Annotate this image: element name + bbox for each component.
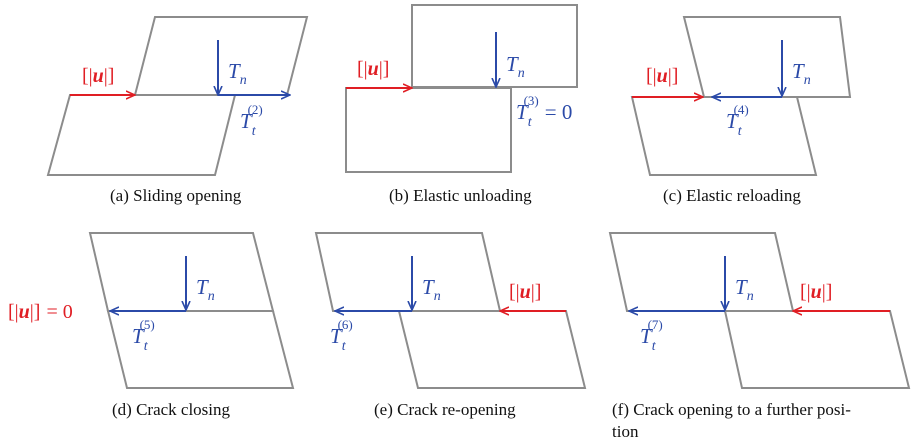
jump-label: [|u|]	[646, 65, 678, 87]
lower-block	[106, 310, 295, 389]
normal-traction-label: Tn	[196, 275, 215, 304]
tangential-traction-label: Tt(6)	[330, 317, 353, 354]
tangential-traction-label: Tt(7)	[640, 317, 663, 354]
upper-block	[682, 16, 852, 98]
panel-a: [|u|] Tn Tt(2) (a) Sliding opening	[46, 16, 309, 205]
upper-block	[608, 232, 795, 312]
panel-caption: (a) Sliding opening	[110, 186, 242, 205]
tangential-traction-label: Tt(4)	[726, 102, 749, 139]
panel-b: [|u|] Tn Tt(3)= 0 (b) Elastic unloading	[345, 4, 578, 205]
panel-caption: (f) Crack opening to a further posi-	[612, 400, 851, 419]
upper-block	[88, 232, 275, 312]
upper-block	[314, 232, 502, 312]
tangential-traction-label: Tt(3)= 0	[516, 93, 572, 130]
panel-caption: (c) Elastic reloading	[663, 186, 801, 205]
panel-caption: (d) Crack closing	[112, 400, 231, 419]
panel-caption: (e) Crack re-opening	[374, 400, 516, 419]
jump-label: [|u|]	[800, 281, 832, 303]
normal-traction-label: Tn	[735, 275, 754, 304]
jump-label: [|u|]= 0	[8, 301, 73, 323]
lower-block	[723, 310, 911, 389]
panel-caption: (b) Elastic unloading	[389, 186, 532, 205]
lower-block	[630, 96, 818, 176]
panel-d: [|u|]= 0 Tn Tt(5) (d) Crack closing	[8, 232, 295, 419]
normal-traction-label: Tn	[422, 275, 441, 304]
upper-block	[411, 4, 578, 88]
tangential-traction-label: Tt(5)	[132, 317, 155, 354]
jump-label: [|u|]	[357, 58, 389, 80]
jump-label: [|u|]	[509, 281, 541, 303]
panel-caption-continued: tion	[612, 422, 639, 441]
panel-f: [|u|] Tn Tt(7) (f) Crack opening to a fu…	[608, 232, 911, 441]
lower-block	[46, 94, 237, 176]
lower-block	[345, 87, 512, 173]
normal-traction-label: Tn	[792, 59, 811, 88]
normal-traction-label: Tn	[228, 59, 247, 88]
panel-c: [|u|] Tn Tt(4) (c) Elastic reloading	[630, 16, 852, 205]
tangential-traction-label: Tt(2)	[240, 102, 263, 139]
normal-traction-label: Tn	[506, 52, 525, 81]
lower-block	[397, 310, 587, 389]
jump-label: [|u|]	[82, 65, 114, 87]
upper-block	[133, 16, 309, 96]
panel-e: [|u|] Tn Tt(6) (e) Crack re-opening	[314, 232, 587, 419]
